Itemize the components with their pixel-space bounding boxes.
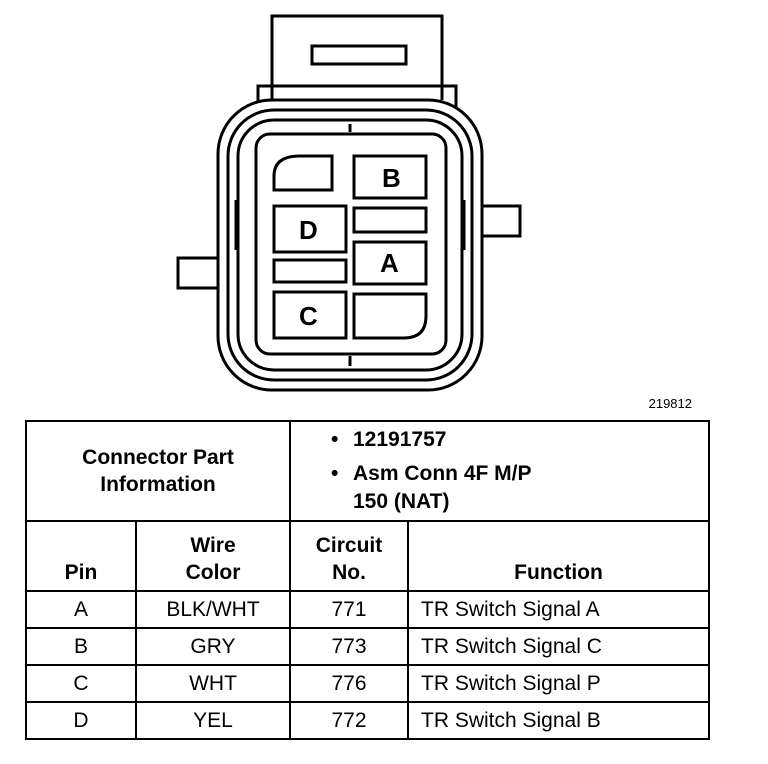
connector-face-diagram: B D A C bbox=[176, 14, 522, 392]
col-header-pin: Pin bbox=[25, 520, 137, 592]
cell-wire-color: WHT bbox=[135, 664, 291, 703]
table-row: B GRY 773 TR Switch Signal C bbox=[25, 627, 711, 666]
cell-pin: B bbox=[25, 627, 137, 666]
part-info-details: • 12191757 • Asm Conn 4F M/P 150 (NAT) bbox=[288, 420, 711, 522]
pin-cavity-b bbox=[352, 154, 428, 200]
col-header-function: Function bbox=[406, 520, 711, 592]
pin-cavity-d bbox=[272, 204, 348, 254]
part-info-label: Connector Part Information bbox=[25, 420, 291, 522]
bullet-icon: • bbox=[331, 462, 339, 485]
pin-label-a: A bbox=[380, 248, 399, 278]
part-info-row: Connector Part Information • 12191757 • As… bbox=[25, 420, 711, 522]
cell-circuit: 773 bbox=[289, 627, 409, 666]
connector-housing bbox=[216, 98, 484, 392]
cell-wire-color: BLK/WHT bbox=[135, 590, 291, 629]
pin-label-d: D bbox=[299, 215, 318, 245]
connector-table: Connector Part Information • 12191757 • As… bbox=[25, 420, 711, 740]
pin-label-c: C bbox=[299, 301, 318, 331]
part-description-line2: 150 (NAT) bbox=[353, 490, 450, 513]
right-side-tab bbox=[480, 204, 522, 238]
cell-circuit: 776 bbox=[289, 664, 409, 703]
cell-function: TR Switch Signal B bbox=[406, 701, 711, 740]
table-row: D YEL 772 TR Switch Signal B bbox=[25, 701, 711, 740]
part-description-line1: Asm Conn 4F M/P bbox=[353, 462, 532, 485]
cell-pin: C bbox=[25, 664, 137, 703]
cell-pin: D bbox=[25, 701, 137, 740]
pin-cavity-c bbox=[272, 290, 348, 340]
cell-circuit: 771 bbox=[289, 590, 409, 629]
connector-latch bbox=[256, 14, 458, 110]
cell-pin: A bbox=[25, 590, 137, 629]
cell-wire-color: GRY bbox=[135, 627, 291, 666]
cell-circuit: 772 bbox=[289, 701, 409, 740]
left-side-tab bbox=[176, 256, 220, 290]
reference-number: 219812 bbox=[648, 396, 692, 411]
slot-cavity-right bbox=[352, 206, 428, 234]
pin-label-b: B bbox=[382, 163, 401, 193]
cell-function: TR Switch Signal C bbox=[406, 627, 711, 666]
cell-wire-color: YEL bbox=[135, 701, 291, 740]
table-row: C WHT 776 TR Switch Signal P bbox=[25, 664, 711, 703]
bullet-icon: • bbox=[331, 428, 339, 451]
slot-cavity-left bbox=[272, 258, 348, 284]
cell-function: TR Switch Signal A bbox=[406, 590, 711, 629]
part-number: 12191757 bbox=[353, 428, 447, 451]
table-row: A BLK/WHT 771 TR Switch Signal A bbox=[25, 590, 711, 629]
cell-function: TR Switch Signal P bbox=[406, 664, 711, 703]
keyed-cavity-bottom-right bbox=[352, 292, 428, 340]
keyed-cavity-top-left bbox=[272, 154, 334, 192]
pin-cavity-a bbox=[352, 240, 428, 286]
